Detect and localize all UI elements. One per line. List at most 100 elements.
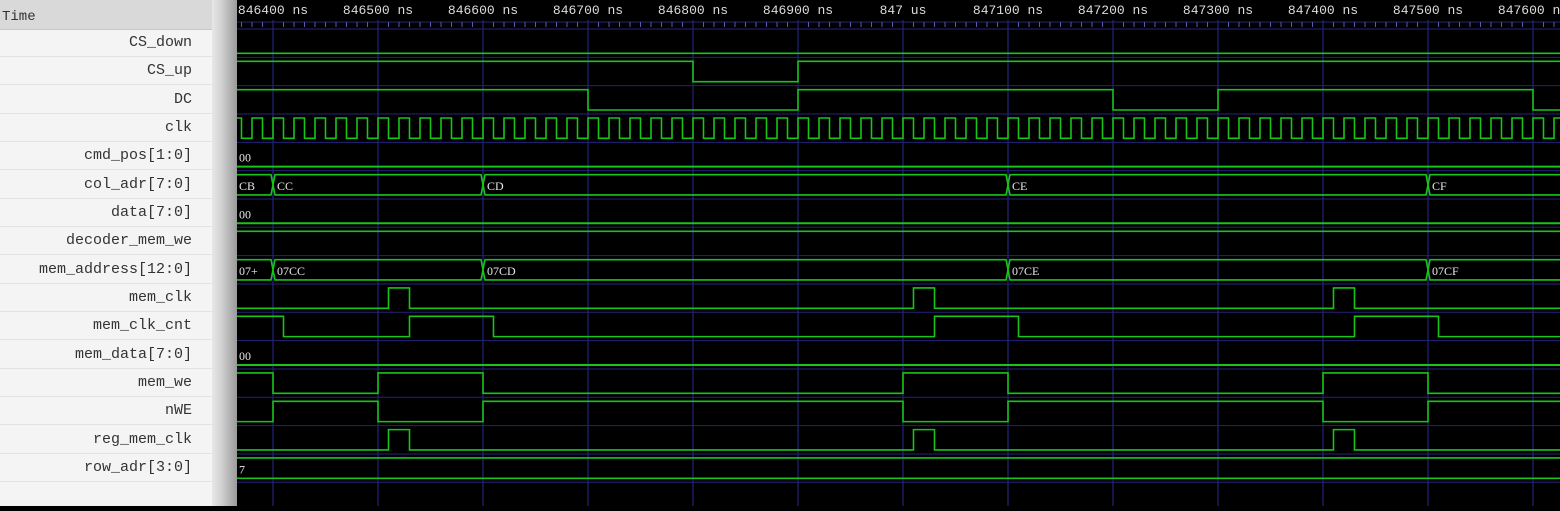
time-tick-label: 846900 ns bbox=[763, 3, 833, 18]
signal-row-dc[interactable]: DC bbox=[0, 86, 212, 114]
signal-row-cmd-pos[interactable]: cmd_pos[1:0] bbox=[0, 142, 212, 171]
waveform-clk[interactable] bbox=[230, 117, 1560, 140]
signal-row-decoder-mem-we[interactable]: decoder_mem_we bbox=[0, 227, 212, 256]
bus-value-label: 7 bbox=[239, 462, 245, 476]
panel-splitter[interactable] bbox=[212, 0, 237, 506]
bus-value-label: 07CC bbox=[277, 264, 305, 278]
bus-segment-bottom bbox=[237, 269, 274, 281]
signal-name: nWE bbox=[164, 402, 192, 420]
signal-trace bbox=[237, 60, 1560, 83]
signal-name: row_adr[3:0] bbox=[83, 458, 192, 476]
signal-name: CS_up bbox=[146, 62, 192, 80]
bus-value-label: 07CE bbox=[1012, 264, 1039, 278]
bus-segment-top bbox=[482, 173, 1009, 185]
waveform-dc[interactable] bbox=[237, 88, 1560, 111]
signal-trace bbox=[237, 400, 1560, 423]
signal-row-cs-down[interactable]: CS_down bbox=[0, 29, 212, 57]
signal-row-row-adr[interactable]: row_adr[3:0] bbox=[0, 454, 212, 482]
signal-row-clk[interactable]: clk bbox=[0, 114, 212, 142]
time-tick-label: 846700 ns bbox=[553, 3, 623, 18]
bus-segment-top bbox=[1007, 173, 1429, 185]
signal-trace bbox=[237, 88, 1560, 111]
signal-name: cmd_pos[1:0] bbox=[83, 147, 192, 165]
signal-trace bbox=[237, 315, 1560, 338]
bus-segment-top bbox=[482, 258, 1009, 270]
signal-row-col-adr[interactable]: col_adr[7:0] bbox=[0, 171, 212, 199]
waveform-col-adr[interactable]: CB CC CD CE CF bbox=[237, 173, 1560, 196]
waveform-mem-data[interactable]: 00 bbox=[237, 349, 1560, 366]
time-tick-label: 846600 ns bbox=[448, 3, 518, 18]
signal-row-mem-we[interactable]: mem_we bbox=[0, 369, 212, 397]
bus-value-label: CF bbox=[1432, 179, 1447, 193]
time-tick-label: 847300 ns bbox=[1183, 3, 1253, 18]
signal-name: data[7:0] bbox=[110, 203, 192, 221]
time-ruler[interactable] bbox=[237, 0, 1560, 29]
signal-name: mem_clk bbox=[128, 288, 192, 306]
time-tick-label: 847 us bbox=[880, 3, 927, 18]
bus-value-label: 00 bbox=[239, 207, 251, 221]
bus-segment-top bbox=[272, 258, 484, 270]
bus-value-label: 07+ bbox=[239, 264, 258, 278]
signal-row-nwe[interactable]: nWE bbox=[0, 397, 212, 426]
signal-name: col_adr[7:0] bbox=[83, 175, 192, 193]
waveform-data[interactable]: 00 bbox=[237, 207, 1560, 225]
signal-row-cs-up[interactable]: CS_up bbox=[0, 57, 212, 86]
bus-value-label: CC bbox=[277, 179, 293, 193]
signal-row-reg-mem-clk[interactable]: reg_mem_clk bbox=[0, 426, 212, 454]
signal-row-mem-address[interactable]: mem_address[12:0] bbox=[0, 256, 212, 284]
signal-trace bbox=[230, 117, 1560, 140]
bus-segment-bottom bbox=[1007, 184, 1429, 196]
signal-row-mem-data[interactable]: mem_data[7:0] bbox=[0, 341, 212, 369]
waveform-cs-up[interactable] bbox=[237, 60, 1560, 83]
time-tick-label: 846800 ns bbox=[658, 3, 728, 18]
signal-name: mem_address[12:0] bbox=[38, 260, 192, 278]
bus-segment-bottom bbox=[272, 269, 484, 281]
bus-segment-bottom bbox=[1007, 269, 1429, 281]
bus-segment-top bbox=[237, 258, 274, 270]
bus-segment-bottom bbox=[482, 184, 1009, 196]
waveform-mem-address[interactable]: 07+ 07CC 07CD 07CE 07CF bbox=[237, 258, 1560, 281]
waveform-cmd-pos[interactable]: 00 bbox=[237, 151, 1560, 168]
waveform-mem-we[interactable] bbox=[237, 372, 1560, 395]
waveform-row-adr[interactable]: 7 bbox=[237, 457, 1560, 480]
waveform-reg-mem-clk[interactable] bbox=[237, 428, 1560, 451]
time-column-header: Time bbox=[0, 0, 212, 30]
signal-row-data[interactable]: data[7:0] bbox=[0, 199, 212, 227]
waveform-mem-clk[interactable] bbox=[237, 287, 1560, 310]
signal-row-mem-clk-cnt[interactable]: mem_clk_cnt bbox=[0, 312, 212, 341]
signal-name: mem_clk_cnt bbox=[92, 317, 192, 335]
time-tick-label: 847200 ns bbox=[1078, 3, 1148, 18]
signal-trace bbox=[237, 428, 1560, 451]
bus-value-label: 07CD bbox=[487, 264, 516, 278]
time-header-label: Time bbox=[2, 9, 36, 25]
bus-segment-top bbox=[1427, 173, 1560, 185]
signal-row-mem-clk[interactable]: mem_clk bbox=[0, 284, 212, 312]
bus-segment-bottom bbox=[272, 184, 484, 196]
time-tick-label: 847600 ns bbox=[1498, 3, 1560, 18]
bus-segment-top bbox=[1427, 258, 1560, 270]
waveform-mem-clk-cnt[interactable] bbox=[237, 315, 1560, 338]
signal-trace bbox=[237, 287, 1560, 310]
bus-segment-bottom bbox=[482, 269, 1009, 281]
bus-segment-top bbox=[1007, 258, 1429, 270]
waveform-nwe[interactable] bbox=[237, 400, 1560, 423]
time-tick-label: 847500 ns bbox=[1393, 3, 1463, 18]
signal-name: decoder_mem_we bbox=[65, 232, 192, 250]
bus-value-label: 00 bbox=[239, 349, 251, 363]
time-tick-label: 847400 ns bbox=[1288, 3, 1358, 18]
signal-name: DC bbox=[173, 90, 192, 108]
bus-value-label: 07CF bbox=[1432, 264, 1459, 278]
bus-segment-top bbox=[272, 173, 484, 185]
bus-value-label: CB bbox=[239, 179, 255, 193]
time-tick-label: 846500 ns bbox=[343, 3, 413, 18]
bus-value-label: CE bbox=[1012, 179, 1027, 193]
bus-value-label: CD bbox=[487, 179, 504, 193]
bus-value-label: 00 bbox=[239, 151, 251, 165]
signal-name: clk bbox=[164, 118, 192, 136]
signal-name: mem_data[7:0] bbox=[74, 345, 192, 363]
signal-name: CS_down bbox=[128, 34, 192, 51]
signal-name: mem_we bbox=[137, 373, 192, 391]
